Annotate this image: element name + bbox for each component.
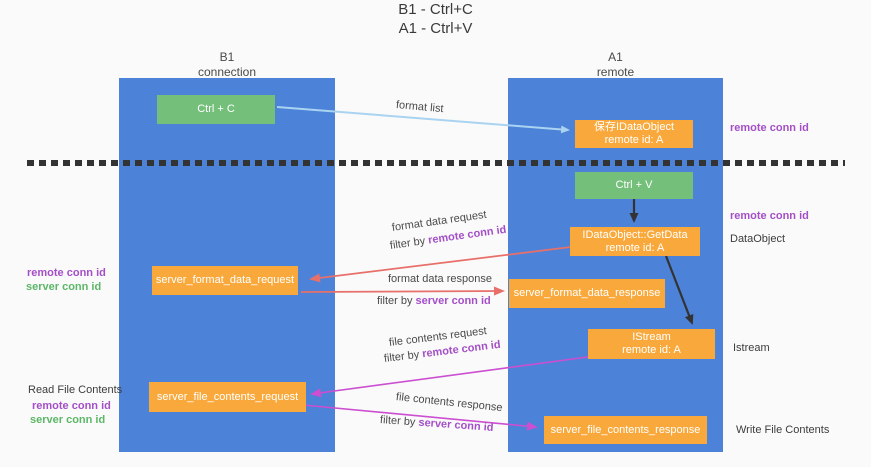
server-conn-id-text: server conn id	[415, 295, 491, 307]
format-list-label: format list	[395, 99, 445, 116]
getdata-box: IDataObject::GetData remote id: A	[570, 227, 700, 256]
server-conn-id-text: server conn id	[418, 416, 494, 434]
right-remote-conn-id-top: remote conn id	[730, 122, 809, 134]
title-line-2: A1 - Ctrl+V	[398, 20, 473, 37]
left-lifeline-name: B1	[219, 50, 235, 64]
left-server-conn-id-mid: server conn id	[26, 281, 102, 293]
save-idataobject-line2: remote id: A	[604, 134, 664, 146]
ctrl-v-label: Ctrl + V	[615, 179, 653, 191]
write-file-contents-label: Write File Contents	[736, 424, 830, 436]
title-line-1: B1 - Ctrl+C	[398, 1, 473, 18]
left-lifeline-header: B1 connection	[119, 50, 335, 80]
save-idataobject-line1: 保存IDataObject	[593, 121, 675, 133]
dataobject-label: DataObject	[730, 233, 786, 245]
filter-by-text: filter by	[377, 295, 413, 307]
left-remote-conn-id-bottom: remote conn id	[32, 400, 111, 412]
read-file-contents-label: Read File Contents	[28, 384, 123, 396]
left-server-conn-id-bottom: server conn id	[30, 414, 106, 426]
right-lifeline-name: A1	[608, 50, 623, 64]
filter-by-text: filter by	[389, 235, 426, 252]
format-data-response-label: format data response	[388, 273, 492, 285]
istream-side-label: Istream	[733, 342, 770, 354]
left-lifeline-role: connection	[197, 65, 257, 79]
save-idataobject-box: 保存IDataObject remote id: A	[575, 120, 693, 148]
filter-by-text: filter by	[383, 348, 420, 365]
left-remote-conn-id-mid: remote conn id	[27, 267, 106, 279]
server-format-data-request-box: server_format_data_request	[152, 266, 298, 295]
right-lifeline-header: A1 remote	[508, 50, 723, 80]
file-response-filter-label: filter by server conn id	[380, 414, 494, 434]
right-lifeline-role: remote	[596, 65, 635, 79]
server-format-data-request-label: server_format_data_request	[155, 274, 295, 286]
istream-line2: remote id: A	[622, 344, 681, 356]
istream-line1: IStream	[632, 331, 671, 343]
server-format-data-response-box: server_format_data_response	[509, 279, 665, 308]
file-contents-response-label: file contents response	[395, 391, 504, 415]
ctrl-c-label: Ctrl + C	[197, 103, 235, 115]
ctrl-c-box: Ctrl + C	[157, 95, 275, 124]
filter-by-text: filter by	[379, 414, 416, 429]
server-file-contents-response-label: server_file_contents_response	[550, 423, 701, 436]
server-file-contents-response-box: server_file_contents_response	[544, 416, 707, 444]
format-response-filter-label: filter by server conn id	[377, 295, 491, 307]
getdata-line1: IDataObject::GetData	[582, 228, 688, 241]
istream-box: IStream remote id: A	[588, 329, 715, 359]
server-file-contents-request-box: server_file_contents_request	[149, 382, 306, 412]
right-remote-conn-id-mid: remote conn id	[730, 210, 809, 222]
server-file-contents-request-label: server_file_contents_request	[156, 390, 299, 403]
ctrl-v-box: Ctrl + V	[575, 172, 693, 199]
diagram-title: B1 - Ctrl+C A1 - Ctrl+V	[0, 0, 871, 38]
getdata-line2: remote id: A	[605, 241, 665, 254]
server-format-data-response-label: server_format_data_response	[513, 287, 661, 299]
